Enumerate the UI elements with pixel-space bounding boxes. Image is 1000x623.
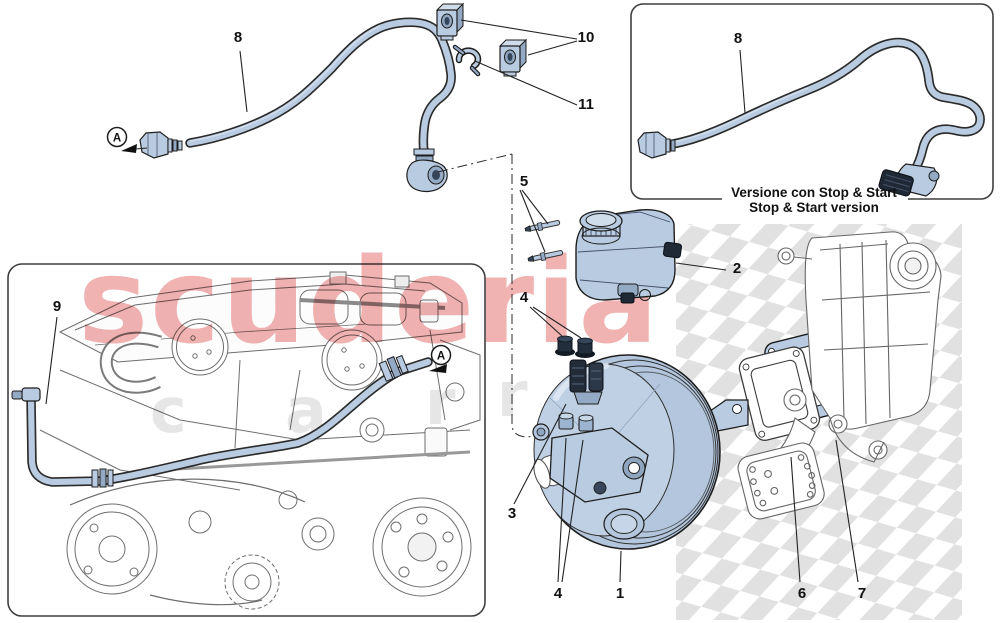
caption-line-1: Versione con Stop & Start (731, 185, 897, 200)
marker-letter: A (437, 351, 445, 363)
engine-illustration (39, 271, 481, 610)
caption-line-2: Stop & Start version (749, 200, 879, 215)
view-marker-a-hose: A (106, 126, 148, 153)
view-marker-a-engine: A (429, 344, 452, 373)
servo-vacuum-connectors (569, 359, 604, 405)
master-cylinder (533, 412, 649, 503)
callout-10: 10 (578, 29, 595, 46)
bracket-bolt (777, 247, 813, 265)
stop-start-hose-connector-right (878, 163, 940, 197)
brake-fluid-reservoir (575, 208, 682, 304)
direction-arrow-icon (429, 364, 447, 373)
pipe-clip-1 (435, 2, 465, 41)
reservoir-outlet (617, 283, 651, 304)
reservoir-cap (579, 210, 623, 245)
stop-start-box: Versione con Stop & Start Stop & Start v… (630, 3, 994, 215)
engine-pipe (11, 354, 433, 488)
callout-3: 3 (508, 505, 516, 522)
centerlines (437, 153, 539, 438)
master-cylinder-caps (558, 412, 594, 432)
hose-elbow-fitting (406, 148, 448, 193)
pipe-clip-2 (498, 38, 528, 77)
grommets (555, 335, 595, 358)
stop-start-hose-connector-left (637, 131, 676, 159)
watermark-ghost-letter: r (425, 366, 456, 439)
callout-labels: 8 10 11 8 5 2 9 4 3 4 1 6 7 (53, 29, 866, 602)
pipe-ribbed-fitting-2 (378, 354, 409, 382)
pedal-bracket (737, 231, 942, 520)
callout-5: 5 (520, 173, 528, 190)
callout-6: 6 (798, 585, 806, 602)
pipe-ribbed-fitting-1 (91, 468, 114, 488)
hose-connector-a (139, 131, 183, 159)
callout-9: 9 (53, 298, 61, 315)
stop-start-hose (637, 37, 985, 197)
callout-8-main: 8 (234, 29, 242, 46)
callout-1: 1 (616, 585, 624, 602)
callout-4-upper: 4 (520, 289, 529, 306)
pipe-tee-fitting (21, 387, 41, 402)
callout-7: 7 (858, 585, 866, 602)
callout-2: 2 (733, 260, 741, 277)
callout-11: 11 (578, 96, 594, 113)
gasket-white (738, 346, 821, 441)
leader-lines (45, 19, 859, 583)
callout-8-stop-start: 8 (734, 30, 742, 47)
hose-clamp (452, 44, 482, 77)
vacuum-hose-main (139, 17, 456, 193)
reservoir-screws (524, 220, 564, 262)
reservoir-side-connector (662, 241, 682, 259)
callout-4-lower: 4 (554, 585, 563, 602)
pedal-plate (737, 442, 825, 520)
watermark-ghost-letter: c (150, 374, 187, 447)
marker-letter: A (113, 133, 121, 145)
direction-arrow-icon (121, 144, 137, 153)
